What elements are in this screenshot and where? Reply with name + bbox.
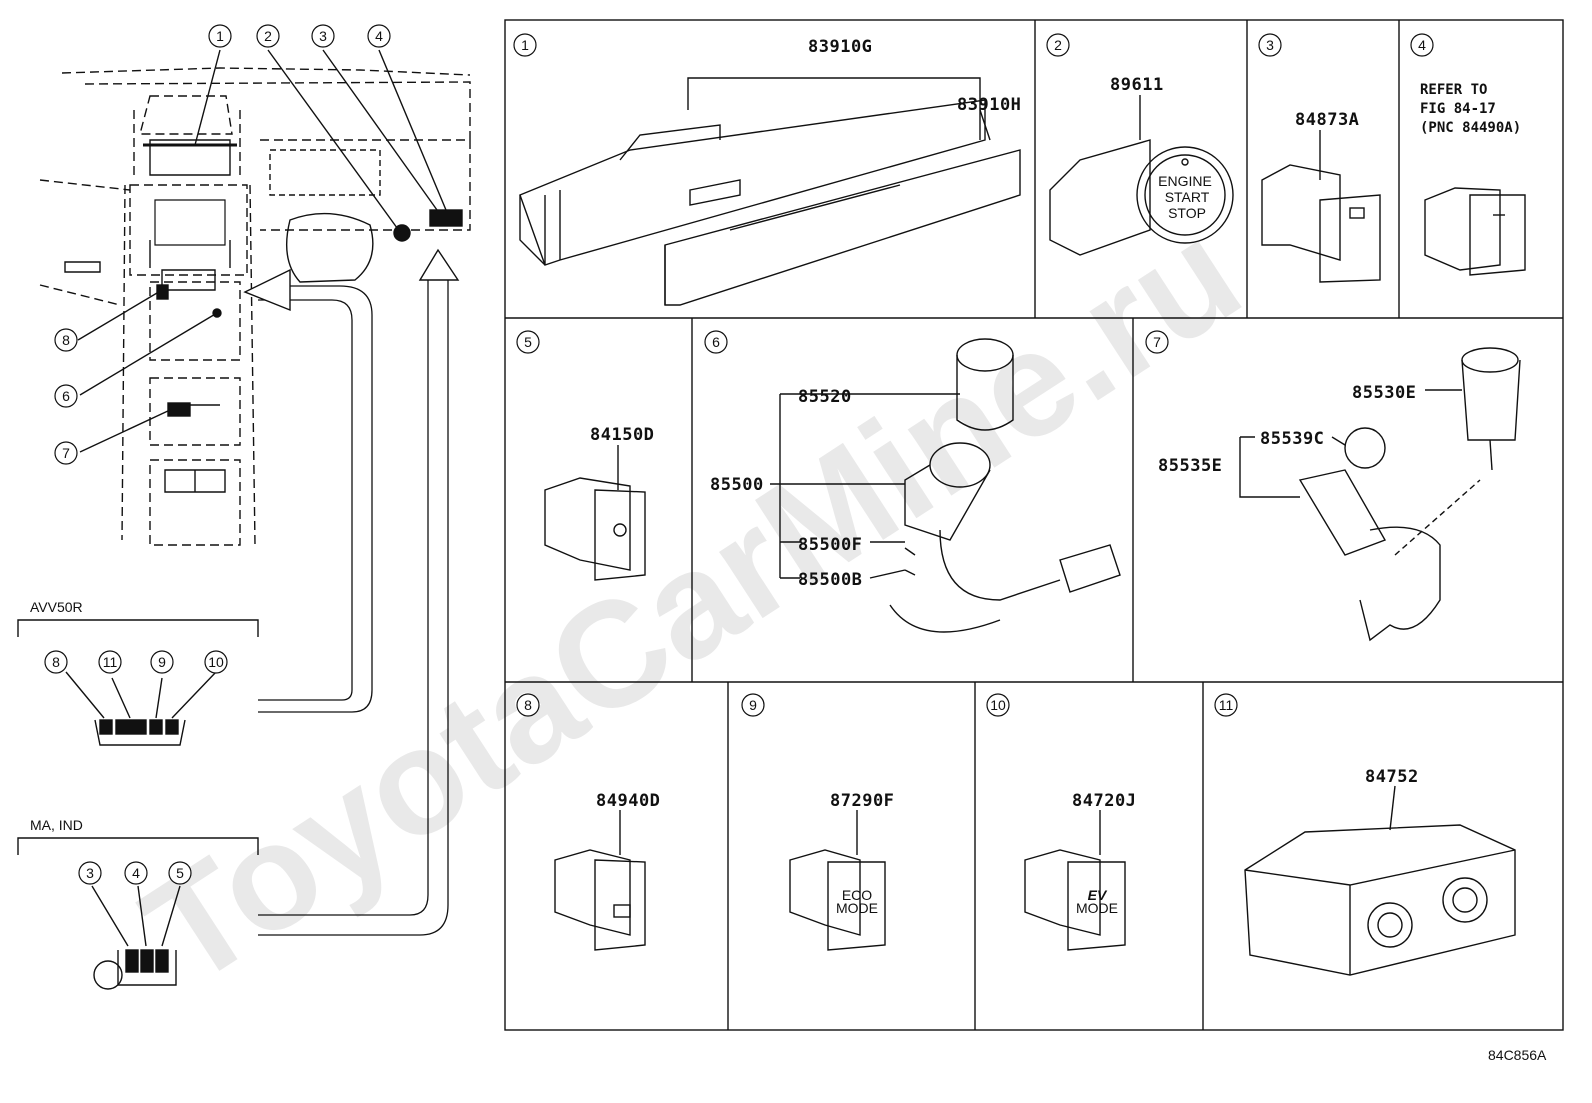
ma-ind-callout-4-circle <box>124 861 148 885</box>
part-number-85500f: 85500F <box>798 535 862 555</box>
cell-9-number-circle <box>741 693 765 717</box>
avv50r-callout-10-circle <box>204 650 228 674</box>
ev-mode-label: MODE <box>1076 900 1118 916</box>
overview-callout-3: 3 <box>319 28 327 44</box>
part-number-84940d: 84940D <box>596 791 660 811</box>
power-outlet <box>1298 347 1521 642</box>
cell-7-number-circle <box>1145 330 1169 354</box>
switch-ev-mode <box>1024 849 1126 951</box>
avv50r-callout-11: 11 <box>103 654 118 670</box>
overview-callout-4: 4 <box>375 28 383 44</box>
parts-grid <box>504 19 1564 1031</box>
variant-ma-ind: MA, IND <box>17 817 259 990</box>
part-number-84752: 84752 <box>1365 767 1419 787</box>
cell-2-number-circle <box>1046 33 1070 57</box>
cell-8-number: 8 <box>524 697 532 713</box>
part-number-85535e: 85535E <box>1158 456 1222 476</box>
cigarette-lighter <box>889 338 1121 633</box>
part-number-85539c: 85539C <box>1260 429 1324 449</box>
avv50r-callout-11-circle <box>98 650 122 674</box>
part-number-84873a: 84873A <box>1295 110 1359 130</box>
ma-ind-callout-3: 3 <box>86 865 94 881</box>
overview-callout-8: 8 <box>62 332 70 348</box>
ma-ind-callout-5-circle <box>168 861 192 885</box>
overview-callout-7: 7 <box>62 445 70 461</box>
switch-84873a <box>1261 164 1381 283</box>
part-number-89611: 89611 <box>1110 75 1164 95</box>
part-number-83910g: 83910G <box>808 37 872 57</box>
engine-start-button <box>1049 139 1234 256</box>
variant-label-avv50r: AVV50R <box>30 599 83 615</box>
overview-callout-3-circle <box>311 24 335 48</box>
switch-84940d <box>554 849 646 951</box>
overview-callout-2: 2 <box>264 28 272 44</box>
cell-6-number: 6 <box>712 334 720 350</box>
variant-avv50r: AVV50R <box>17 599 259 746</box>
avv50r-callout-9-circle <box>150 650 174 674</box>
part-number-85500: 85500 <box>710 475 764 495</box>
refer-note-line-3: (PNC 84490A) <box>1420 120 1521 136</box>
cell-7-number: 7 <box>1153 334 1161 350</box>
refer-note-line-1: REFER TO <box>1420 82 1487 98</box>
part-number-85530e: 85530E <box>1352 383 1416 403</box>
overview-callout-4-circle <box>367 24 391 48</box>
cell-11-number: 11 <box>1219 697 1234 713</box>
cell-3-number-circle <box>1258 33 1282 57</box>
part-number-85520: 85520 <box>798 387 852 407</box>
overview-callout-7-circle <box>54 441 78 465</box>
cell-5-number: 5 <box>524 334 532 350</box>
cell-1-number-circle <box>513 33 537 57</box>
eco-mode-label: MODE <box>836 900 878 916</box>
overview-callout-8-circle <box>54 328 78 352</box>
ma-ind-callout-5: 5 <box>176 865 184 881</box>
cell-4-number: 4 <box>1418 37 1426 53</box>
overview-callout-6: 6 <box>62 388 70 404</box>
cell-10-number: 10 <box>990 697 1006 713</box>
avv50r-callout-8: 8 <box>52 654 60 670</box>
dashboard-overview <box>39 67 471 546</box>
switch-ref-84490a <box>1424 187 1526 276</box>
avv50r-callout-9: 9 <box>158 654 166 670</box>
cell-4-number-circle <box>1410 33 1434 57</box>
part-number-84150d: 84150D <box>590 425 654 445</box>
part-number-85500b: 85500B <box>798 570 862 590</box>
eco-label: ECO <box>842 887 872 903</box>
climate-control-panels <box>519 99 1021 306</box>
cell-11-number-circle <box>1214 693 1238 717</box>
ma-ind-callout-3-circle <box>78 861 102 885</box>
overview-callout-1-circle <box>208 24 232 48</box>
variant-label-ma-ind: MA, IND <box>30 817 83 833</box>
cell-8-number-circle <box>516 693 540 717</box>
engine-label: ENGINE <box>1158 173 1212 189</box>
overview-callout-2-circle <box>256 24 280 48</box>
cell-10-number-circle <box>986 693 1010 717</box>
diagram-code: 84C856A <box>1488 1047 1547 1063</box>
part-leaders <box>617 77 1462 855</box>
avv50r-callout-8-circle <box>44 650 68 674</box>
overview-callout-6-circle <box>54 384 78 408</box>
cell-2-number: 2 <box>1054 37 1062 53</box>
cell-9-number: 9 <box>749 697 757 713</box>
switch-eco-mode <box>789 849 886 951</box>
stop-label: STOP <box>1168 205 1206 221</box>
part-number-84720j: 84720J <box>1072 791 1136 811</box>
ev-label: EV <box>1088 887 1108 903</box>
cell-1-number: 1 <box>521 37 529 53</box>
cell-6-number-circle <box>704 330 728 354</box>
link-arrows <box>243 248 460 936</box>
cell-3-number: 3 <box>1266 37 1274 53</box>
climate-knob-module <box>1244 824 1516 976</box>
part-number-87290f: 87290F <box>830 791 894 811</box>
overview-leaders <box>77 49 447 453</box>
avv50r-callout-10: 10 <box>208 654 224 670</box>
fog-lamp-switch <box>544 477 646 581</box>
overview-callout-1: 1 <box>216 28 224 44</box>
cell-5-number-circle <box>516 330 540 354</box>
refer-note-line-2: FIG 84-17 <box>1420 101 1496 117</box>
part-number-83910h: 83910H <box>957 95 1021 115</box>
start-label: START <box>1165 189 1210 205</box>
ma-ind-callout-4: 4 <box>132 865 140 881</box>
